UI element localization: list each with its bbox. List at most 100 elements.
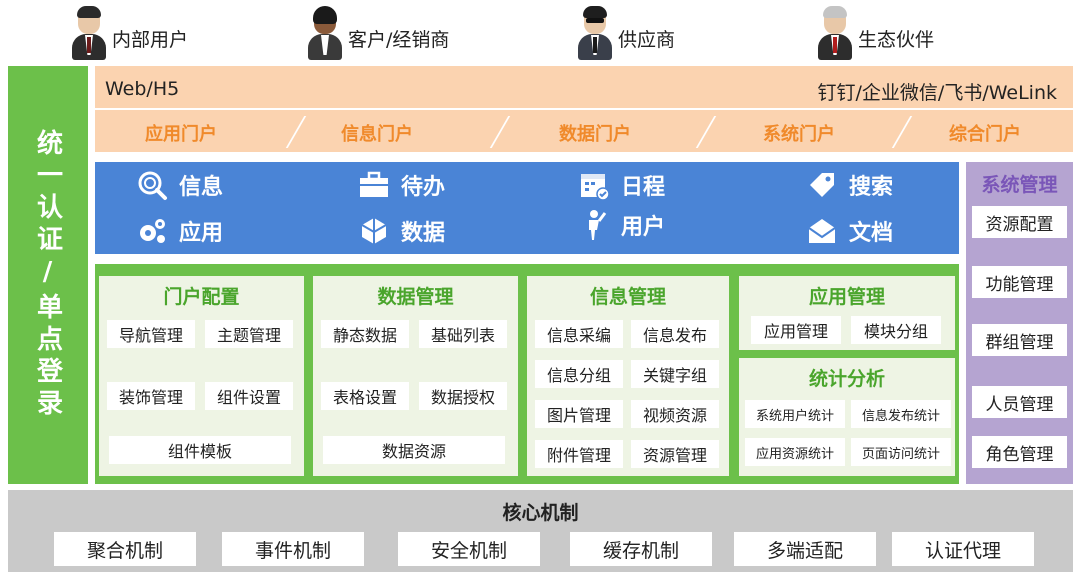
service-search: 搜索 xyxy=(805,168,893,202)
portal-data: 数据门户 xyxy=(559,124,631,145)
web-h5-label: Web/H5 xyxy=(105,78,180,100)
user-label: 供应商 xyxy=(618,29,676,51)
chip: 事件机制 xyxy=(222,532,364,566)
chip: 组件模板 xyxy=(109,436,291,464)
chip: 应用管理 xyxy=(751,316,841,344)
core-mechanism-layer: 核心机制 聚合机制 事件机制 安全机制 缓存机制 多端适配 认证代理 xyxy=(8,490,1073,572)
portal-system: 系统门户 xyxy=(763,124,835,145)
service-label: 搜索 xyxy=(849,175,894,200)
service-user: 用户 xyxy=(577,208,665,242)
chip: 资源管理 xyxy=(631,440,719,468)
service-info: 信息 xyxy=(135,168,223,202)
chip: 缓存机制 xyxy=(570,532,712,566)
chip: 组件设置 xyxy=(205,382,293,410)
chip: 表格设置 xyxy=(321,382,409,410)
module-info-mgmt: 信息管理 信息采编 信息发布 信息分组 关键字组 图片管理 视频资源 附件管理 … xyxy=(527,276,729,476)
core-title: 核心机制 xyxy=(502,502,579,524)
module-portal-config: 门户配置 导航管理 主题管理 装饰管理 组件设置 组件模板 xyxy=(99,276,304,476)
briefcase-icon xyxy=(357,168,391,202)
module-title: 统计分析 xyxy=(808,368,885,390)
chip: 群组管理 xyxy=(972,324,1067,356)
management-layer: 门户配置 导航管理 主题管理 装饰管理 组件设置 组件模板 数据管理 静态数据 … xyxy=(95,264,959,484)
chip: 资源配置 xyxy=(972,206,1067,238)
chip: 信息采编 xyxy=(535,320,623,348)
chip: 模块分组 xyxy=(851,316,941,344)
module-title: 应用管理 xyxy=(808,286,885,308)
chip: 多端适配 xyxy=(734,532,876,566)
chip: 附件管理 xyxy=(535,440,623,468)
chip: 认证代理 xyxy=(892,532,1034,566)
service-data: 数据 xyxy=(357,214,445,248)
service-label: 文档 xyxy=(849,221,894,246)
user-label: 客户/经销商 xyxy=(348,29,450,51)
service-app: 应用 xyxy=(135,214,223,248)
service-document: 文档 xyxy=(805,214,893,248)
service-label: 应用 xyxy=(179,221,224,246)
businesswoman-icon xyxy=(304,4,346,60)
module-title: 门户配置 xyxy=(163,286,240,308)
service-todo: 待办 xyxy=(357,168,445,202)
chip: 信息发布 xyxy=(631,320,719,348)
user-row: 内部用户 客户/经销商 供应商 生态伙伴 xyxy=(0,0,1080,64)
module-title: 信息管理 xyxy=(589,286,666,308)
system-mgmt-title: 系统管理 xyxy=(981,174,1058,196)
service-label: 日程 xyxy=(621,175,666,200)
cube-icon xyxy=(357,214,391,248)
gears-icon xyxy=(135,214,169,248)
calendar-icon xyxy=(577,168,611,202)
senior-man-icon xyxy=(814,4,856,60)
user-internal: 内部用户 xyxy=(68,2,188,60)
chip: 系统用户统计 xyxy=(745,400,845,428)
user-partner: 生态伙伴 xyxy=(814,2,934,60)
module-app-mgmt: 应用管理 应用管理 模块分组 xyxy=(739,276,955,350)
chip: 安全机制 xyxy=(398,532,540,566)
portal-app: 应用门户 xyxy=(145,124,217,145)
chip: 功能管理 xyxy=(972,266,1067,298)
chip: 视频资源 xyxy=(631,400,719,428)
service-label: 数据 xyxy=(401,221,446,246)
chip: 数据授权 xyxy=(419,382,507,410)
chip: 信息分组 xyxy=(535,360,623,388)
user-supplier: 供应商 xyxy=(574,2,675,60)
user-label: 内部用户 xyxy=(112,29,189,51)
man-sunglasses-icon xyxy=(574,4,616,60)
service-label: 待办 xyxy=(401,175,446,200)
chip: 聚合机制 xyxy=(54,532,196,566)
chip: 页面访问统计 xyxy=(851,438,951,466)
user-label: 生态伙伴 xyxy=(858,29,935,51)
system-mgmt-panel: 系统管理 资源配置 功能管理 群组管理 人员管理 角色管理 xyxy=(966,162,1073,484)
module-statistics: 统计分析 系统用户统计 信息发布统计 应用资源统计 页面访问统计 xyxy=(739,358,955,476)
chip: 基础列表 xyxy=(419,320,507,348)
service-label: 用户 xyxy=(621,215,666,240)
chip: 图片管理 xyxy=(535,400,623,428)
chip: 应用资源统计 xyxy=(745,438,845,466)
user-customer: 客户/经销商 xyxy=(304,2,449,60)
unified-auth-label: 统一认证/单点登录 xyxy=(32,129,63,421)
businessman-icon xyxy=(68,4,110,60)
chip: 人员管理 xyxy=(972,386,1067,418)
access-channels: Web/H5 钉钉/企业微信/飞书/WeLink xyxy=(95,66,1073,110)
tag-icon xyxy=(805,168,839,202)
module-title: 数据管理 xyxy=(377,286,454,308)
chip: 装饰管理 xyxy=(107,382,195,410)
portal-integrated: 综合门户 xyxy=(949,124,1021,145)
im-apps-label: 钉钉/企业微信/飞书/WeLink xyxy=(817,82,1057,104)
chip: 关键字组 xyxy=(631,360,719,388)
search-info-icon xyxy=(135,168,169,202)
module-data-mgmt: 数据管理 静态数据 基础列表 表格设置 数据授权 数据资源 xyxy=(313,276,518,476)
access-layer: Web/H5 钉钉/企业微信/飞书/WeLink 应用门户 信息门户 数据门户 … xyxy=(95,66,1073,152)
service-schedule: 日程 xyxy=(577,168,665,202)
person-icon xyxy=(577,208,611,242)
chip: 数据资源 xyxy=(323,436,505,464)
service-label: 信息 xyxy=(179,175,224,200)
envelope-icon xyxy=(805,214,839,248)
chip: 信息发布统计 xyxy=(851,400,951,428)
chip: 静态数据 xyxy=(321,320,409,348)
unified-auth-bar: 统一认证/单点登录 xyxy=(8,66,88,484)
chip: 主题管理 xyxy=(205,320,293,348)
chip: 导航管理 xyxy=(107,320,195,348)
service-layer: 信息 待办 日程 搜索 应用 数据 用户 xyxy=(95,162,959,254)
chip: 角色管理 xyxy=(972,436,1067,468)
portal-info: 信息门户 xyxy=(341,124,413,145)
portal-row: 应用门户 信息门户 数据门户 系统门户 综合门户 xyxy=(95,112,1073,152)
